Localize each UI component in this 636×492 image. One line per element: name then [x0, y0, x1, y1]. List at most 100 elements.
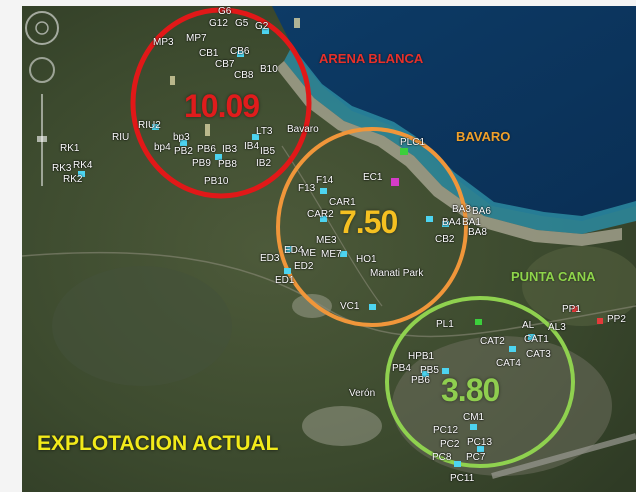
map-navigation-controls[interactable]	[22, 6, 62, 206]
well-label: CAR2	[307, 209, 334, 220]
well-label: PB9	[192, 158, 211, 169]
well-marker	[509, 346, 516, 352]
well-label: RK2	[63, 174, 83, 185]
region-label-arena-blanca: ARENA BLANCA	[319, 51, 424, 66]
place-label-veron: Verón	[349, 388, 376, 399]
well-marker	[262, 28, 269, 34]
well-label: G2	[255, 21, 269, 32]
well-label: CM1	[463, 412, 485, 423]
well-label: CB2	[435, 234, 455, 245]
well-label: G12	[209, 18, 228, 29]
well-label: ME	[301, 248, 316, 259]
compass-center-icon	[35, 21, 49, 35]
well-label: G6	[218, 6, 232, 17]
zoom-slider-handle[interactable]	[37, 136, 47, 142]
well-marker	[454, 461, 461, 467]
satellite-map: ARENA BLANCA BAVARO PUNTA CANA 10.09 7.5…	[22, 6, 636, 492]
zone-value-arena-blanca: 10.09	[184, 88, 260, 124]
well-label: CB1	[199, 48, 219, 59]
well-label: PB6	[197, 144, 216, 155]
well-marker	[528, 334, 535, 340]
well-label: B10	[260, 64, 278, 75]
well-label: bp3	[173, 132, 190, 143]
well-label: BA1	[462, 217, 481, 228]
well-label: ME7	[321, 249, 342, 260]
well-label: G5	[235, 18, 249, 29]
well-label: F14	[316, 175, 334, 186]
well-label: CB7	[215, 59, 235, 70]
zone-circle-bavaro	[276, 127, 468, 327]
pan-control-icon[interactable]	[29, 57, 55, 83]
place-label-bavaro: Bavaro	[287, 124, 319, 135]
well-label: F13	[298, 183, 316, 194]
well-marker	[252, 134, 259, 140]
well-marker	[284, 268, 291, 274]
well-label: CAR1	[329, 197, 356, 208]
well-marker	[442, 221, 449, 227]
well-label: PC13	[467, 437, 493, 448]
well-marker	[426, 216, 433, 222]
well-label: ME3	[316, 235, 337, 246]
well-marker	[470, 424, 477, 430]
well-label: PB10	[204, 176, 229, 187]
well-label: BA4	[442, 217, 461, 228]
well-label: ED4	[284, 245, 304, 256]
light-marker	[294, 18, 300, 28]
zone-circle-punta-cana	[385, 296, 575, 468]
well-label: AL3	[548, 322, 566, 333]
well-label: BA6	[472, 206, 491, 217]
well-label: PC2	[440, 439, 460, 450]
well-marker	[320, 188, 327, 194]
well-label: PLC1	[400, 137, 426, 148]
place-label-manati-park: Manati Park	[370, 268, 424, 279]
well-label: PL1	[436, 319, 454, 330]
cloud-patch	[302, 406, 382, 446]
field-patch	[522, 246, 636, 326]
well-label: CAT2	[480, 336, 505, 347]
green-marker	[475, 319, 482, 325]
well-label: RK4	[73, 160, 93, 171]
zone-circle-arena-blanca	[130, 7, 312, 199]
well-label: PC12	[433, 425, 459, 436]
well-label: CB6	[230, 46, 250, 57]
well-label: RK1	[60, 143, 80, 154]
well-marker	[320, 216, 327, 222]
well-label: bp4	[154, 142, 171, 153]
well-label: PB2	[174, 146, 193, 157]
green-marker	[400, 148, 408, 155]
well-marker	[152, 124, 159, 130]
compass-icon[interactable]	[25, 11, 59, 45]
sea-area	[272, 6, 636, 221]
region-label-punta-cana: PUNTA CANA	[511, 269, 596, 284]
well-label: MP7	[186, 33, 207, 44]
red-marker	[572, 306, 578, 312]
well-label: RIU2	[138, 120, 161, 131]
well-label: CAT1	[524, 334, 549, 345]
map-caption: EXPLOTACION ACTUAL	[37, 432, 279, 455]
forest-patch	[52, 266, 232, 386]
well-label: HPB1	[408, 351, 435, 362]
well-label: AL	[522, 320, 535, 331]
well-marker	[285, 246, 292, 252]
well-label: PB6	[411, 375, 430, 386]
well-label: EC1	[363, 172, 383, 183]
well-marker	[422, 371, 429, 377]
well-label: IB2	[256, 158, 272, 169]
road	[22, 251, 636, 338]
light-marker	[205, 124, 210, 136]
red-marker	[597, 318, 603, 324]
zone-value-bavaro: 7.50	[339, 204, 398, 240]
well-label: ED1	[275, 275, 295, 286]
well-label: PB5	[420, 365, 439, 376]
well-label: HO1	[356, 254, 377, 265]
well-label: PC7	[466, 452, 486, 463]
well-label: CAT4	[496, 358, 521, 369]
well-label: PC11	[450, 473, 475, 484]
magenta-marker	[391, 178, 399, 186]
well-label: BA8	[468, 227, 487, 238]
well-label: RK3	[52, 163, 72, 174]
well-label: CB8	[234, 70, 254, 81]
well-marker	[340, 251, 347, 257]
well-label: PC8	[432, 452, 452, 463]
region-label-bavaro: BAVARO	[456, 129, 511, 144]
